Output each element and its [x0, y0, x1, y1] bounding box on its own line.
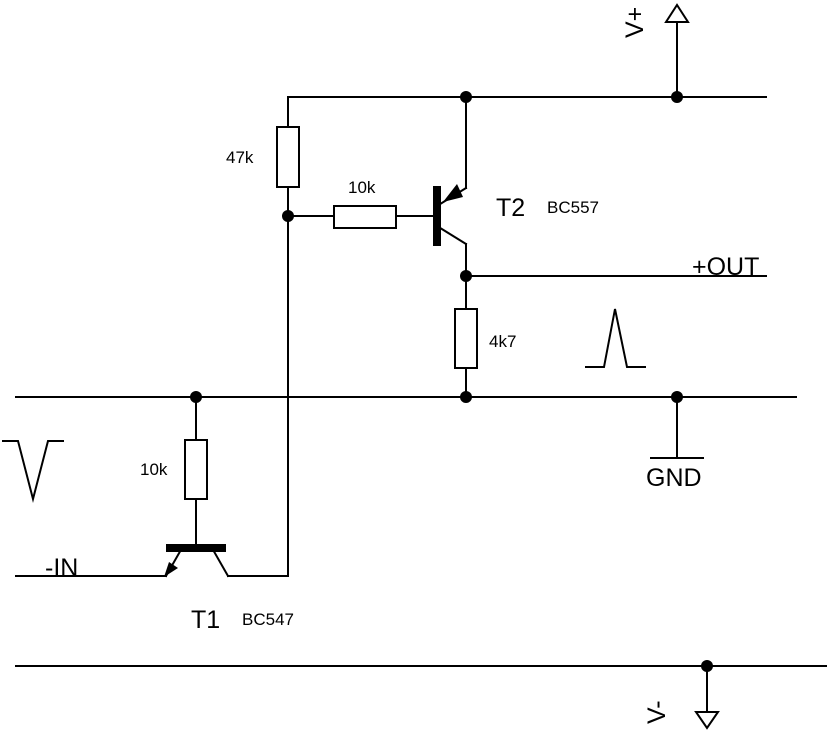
vminus-arrow-icon — [694, 711, 720, 730]
t1-name: T1 — [191, 606, 220, 634]
resistor-t2-base-label: 10k — [348, 178, 376, 197]
vplus-arrow-icon — [664, 3, 690, 23]
resistor-47k — [276, 126, 300, 188]
vplus-rail — [287, 3, 767, 103]
resistor-4k7-label: 4k7 — [489, 332, 516, 351]
transistor-t1 — [15, 544, 289, 578]
negative-pulse-icon — [2, 440, 64, 503]
vminus-rail — [15, 660, 827, 730]
t1-part: BC547 — [242, 610, 294, 629]
vplus-label: V+ — [621, 7, 649, 38]
resistor-47k-label: 47k — [226, 148, 254, 167]
t2-name: T2 — [496, 194, 525, 222]
positive-pulse-icon — [585, 308, 646, 368]
t1-emitter-arrow-icon — [164, 562, 178, 577]
resistor-t2-base — [333, 205, 397, 229]
t2-emitter-arrow-icon — [443, 184, 463, 202]
transistor-t2 — [433, 96, 468, 310]
gnd-label: GND — [646, 464, 702, 492]
t2-part: BC557 — [547, 198, 599, 217]
resistor-4k7 — [454, 308, 478, 369]
gnd-rail — [15, 391, 797, 459]
in-label: -IN — [45, 554, 78, 582]
resistor-t1-collector-label: 10k — [140, 460, 168, 479]
vminus-label: V- — [643, 700, 671, 724]
resistor-t1-collector — [184, 439, 208, 500]
out-label: +OUT — [692, 253, 759, 281]
